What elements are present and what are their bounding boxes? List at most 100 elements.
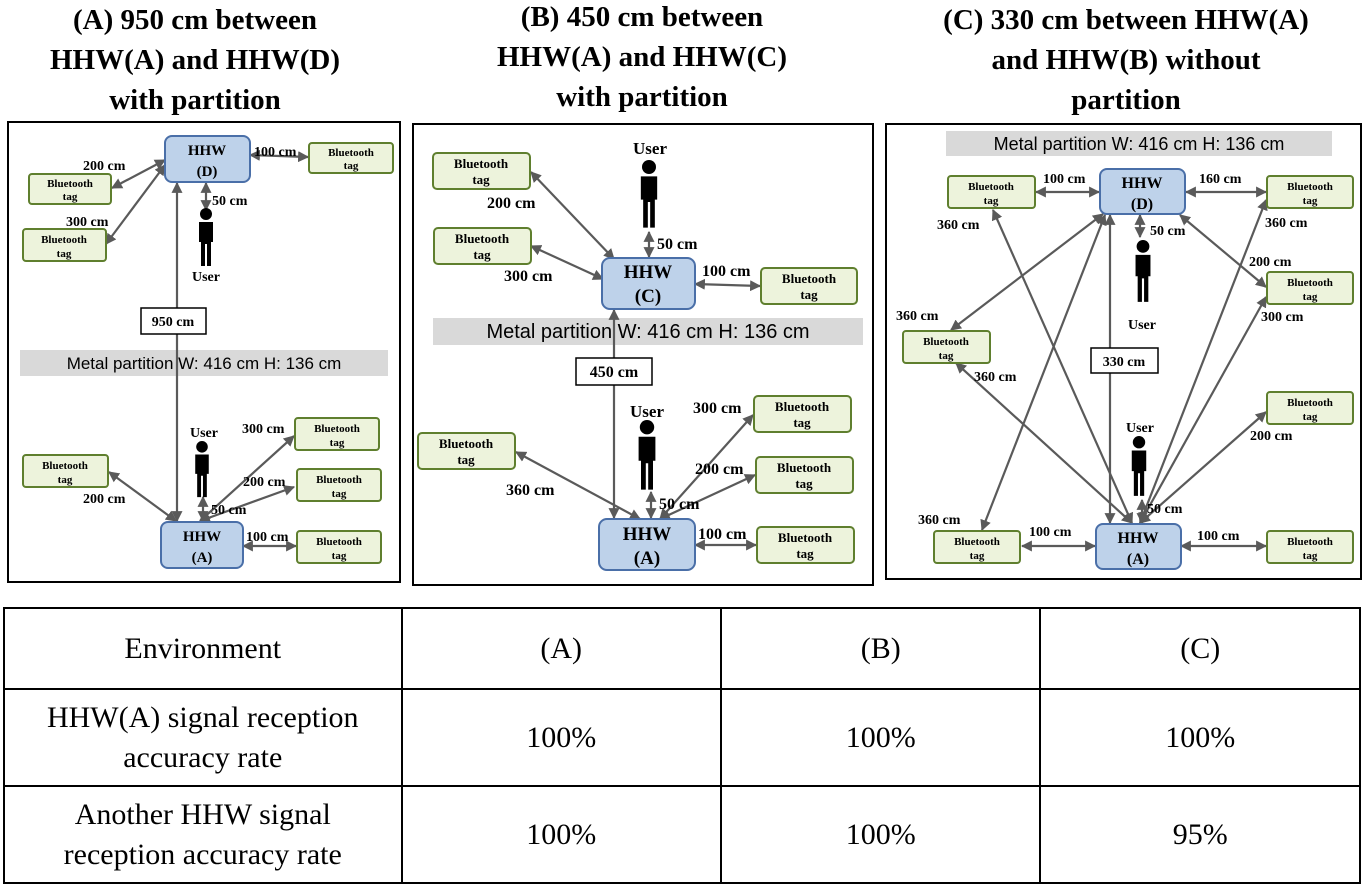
svg-text:100 cm: 100 cm <box>1043 172 1086 187</box>
bluetooth-tags: Bluetooth tag Bluetooth tag Bluetooth tag B… <box>22 142 394 564</box>
value-cell: 100% <box>400 688 722 787</box>
svg-text:(A): (A) <box>634 548 660 569</box>
user-icon <box>638 420 656 490</box>
title-line: and HHW(B) without <box>991 44 1261 76</box>
hhw-d-node: HHW (D) <box>164 135 251 183</box>
svg-text:50 cm: 50 cm <box>657 236 698 253</box>
svg-text:(A): (A) <box>192 550 213 566</box>
value-cell: 100% <box>400 785 722 884</box>
svg-text:tag: tag <box>472 172 490 187</box>
svg-text:50 cm: 50 cm <box>212 194 248 209</box>
distance-box: 330 cm <box>1090 347 1159 374</box>
header-cell: (B) <box>719 607 1042 690</box>
bluetooth-tag: Bluetooth tag <box>1266 271 1354 305</box>
svg-text:100 cm: 100 cm <box>702 263 751 280</box>
hhw-a-node: HHW (A) <box>1095 523 1182 570</box>
title-line: HHW(A) and HHW(C) <box>497 41 787 73</box>
svg-text:200 cm: 200 cm <box>83 492 126 507</box>
svg-text:Bluetooth: Bluetooth <box>1287 536 1333 548</box>
svg-text:tag: tag <box>796 546 814 561</box>
user-label: User <box>633 139 667 158</box>
svg-text:200 cm: 200 cm <box>487 195 536 212</box>
svg-text:tag: tag <box>984 195 999 207</box>
value-cell: 100% <box>1039 688 1361 787</box>
bluetooth-tag: Bluetooth tag <box>1266 530 1354 564</box>
svg-text:Bluetooth: Bluetooth <box>775 399 830 414</box>
header-cell: Environment <box>3 607 403 690</box>
svg-text:Bluetooth: Bluetooth <box>1287 277 1333 289</box>
svg-text:Bluetooth: Bluetooth <box>439 436 494 451</box>
title-line: partition <box>1071 84 1181 116</box>
svg-text:360 cm: 360 cm <box>896 309 939 324</box>
svg-text:200 cm: 200 cm <box>1249 255 1292 270</box>
svg-text:Bluetooth: Bluetooth <box>47 178 93 190</box>
svg-text:Bluetooth: Bluetooth <box>328 147 374 159</box>
svg-text:Bluetooth: Bluetooth <box>41 234 87 246</box>
bluetooth-tag: Bluetooth tag <box>22 454 109 488</box>
header-cell: (C) <box>1039 607 1361 690</box>
svg-text:(C): (C) <box>635 286 661 307</box>
distance-box: 950 cm <box>140 307 207 335</box>
svg-text:tag: tag <box>332 550 347 562</box>
svg-text:100 cm: 100 cm <box>254 145 297 160</box>
hhw-d-node: HHW (D) <box>1099 168 1186 215</box>
svg-text:tag: tag <box>57 248 72 260</box>
panel-a-title: (A) 950 cm between HHW(A) and HHW(D) wit… <box>0 0 390 120</box>
svg-text:HHW: HHW <box>1118 530 1159 547</box>
panel-b-title: (B) 450 cm between HHW(A) and HHW(C) wit… <box>412 0 872 117</box>
title-line: (C) 330 cm between HHW(A) <box>943 4 1309 36</box>
svg-text:tag: tag <box>58 474 73 486</box>
user-label: User <box>190 426 218 441</box>
title-line: with partition <box>556 81 728 113</box>
panel-b-frame <box>412 123 874 586</box>
svg-text:tag: tag <box>1303 291 1318 303</box>
user-icon <box>195 441 209 498</box>
svg-text:360 cm: 360 cm <box>1265 216 1308 231</box>
svg-text:Bluetooth: Bluetooth <box>42 460 88 472</box>
svg-text:(D): (D) <box>1131 196 1153 213</box>
svg-text:tag: tag <box>793 415 811 430</box>
svg-text:tag: tag <box>1303 195 1318 207</box>
svg-text:HHW: HHW <box>188 143 226 159</box>
diagram-canvas: Metal partition W: 416 cm H: 136 cm HHW … <box>20 131 1354 571</box>
hhw-a-node: HHW (A) <box>598 518 696 571</box>
svg-text:Bluetooth: Bluetooth <box>454 156 509 171</box>
svg-text:950 cm: 950 cm <box>152 315 195 330</box>
svg-text:tag: tag <box>457 452 475 467</box>
svg-text:360 cm: 360 cm <box>974 370 1017 385</box>
title-line: (B) 450 cm between <box>520 1 764 33</box>
user-label: User <box>630 402 664 421</box>
svg-text:tag: tag <box>1303 550 1318 562</box>
svg-text:Bluetooth: Bluetooth <box>954 536 1000 548</box>
bluetooth-tag: Bluetooth tag <box>22 228 107 262</box>
user-label: User <box>192 270 220 285</box>
svg-text:160 cm: 160 cm <box>1199 172 1242 187</box>
svg-text:HHW: HHW <box>183 529 221 545</box>
user-icon <box>199 208 213 266</box>
distance-box: 450 cm <box>575 357 653 386</box>
svg-text:300 cm: 300 cm <box>693 400 742 417</box>
header-cell: (A) <box>400 607 722 690</box>
user-icon <box>640 160 658 228</box>
svg-text:Bluetooth: Bluetooth <box>782 271 837 286</box>
value-cell: 95% <box>1039 785 1361 884</box>
svg-text:300 cm: 300 cm <box>1261 310 1304 325</box>
svg-text:HHW: HHW <box>623 524 672 545</box>
svg-text:200 cm: 200 cm <box>695 461 744 478</box>
partition-bar: Metal partition W: 416 cm H: 136 cm <box>433 318 863 345</box>
svg-text:100 cm: 100 cm <box>246 530 289 545</box>
svg-text:200 cm: 200 cm <box>83 159 126 174</box>
svg-text:HHW: HHW <box>624 262 673 283</box>
svg-text:50 cm: 50 cm <box>211 503 247 518</box>
